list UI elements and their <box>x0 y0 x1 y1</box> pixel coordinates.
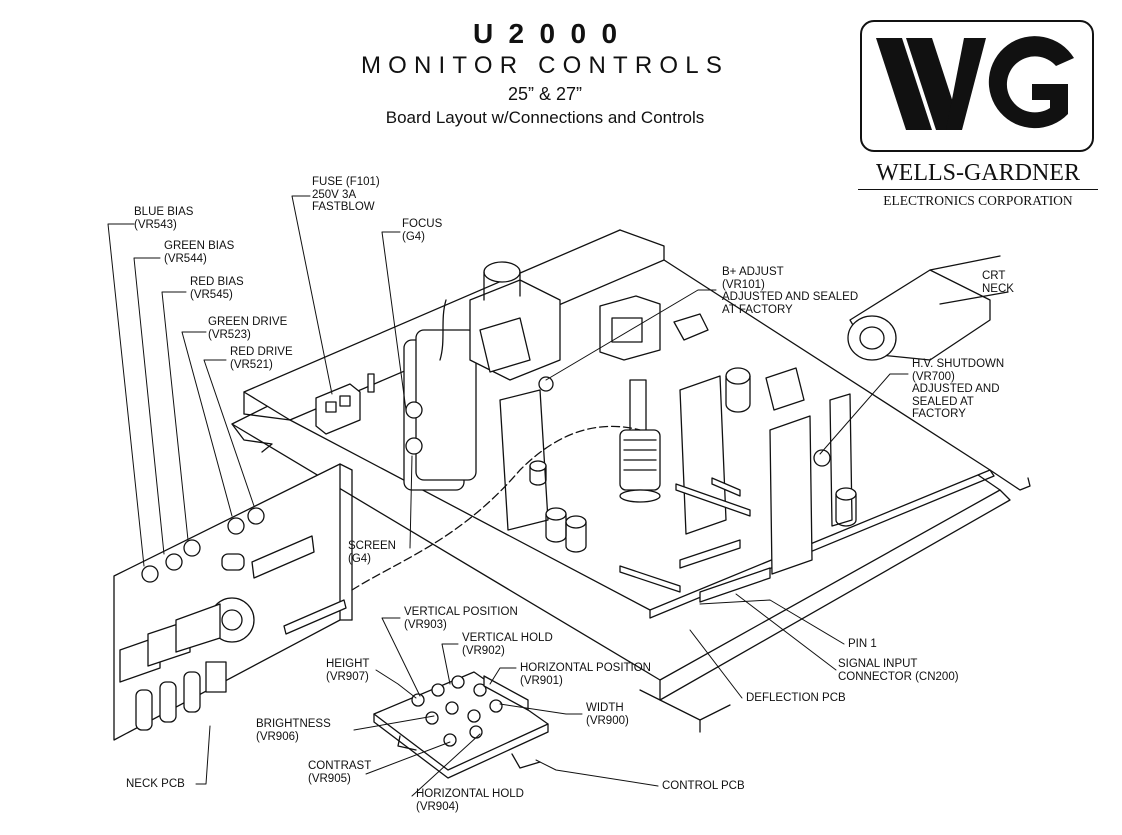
company-subtitle: ELECTRONICS CORPORATION <box>883 193 1073 208</box>
label-height: HEIGHT(VR907) <box>326 658 370 683</box>
label-screen: SCREEN(G4) <box>348 540 396 565</box>
wells-gardner-logo <box>860 20 1094 152</box>
callout-leader-lines <box>107 195 909 797</box>
label-green-drive: GREEN DRIVE(VR523) <box>208 316 288 341</box>
label-width: WIDTH(VR900) <box>586 702 629 727</box>
model-number: U2000 <box>472 18 633 49</box>
flyback-transformer <box>403 261 561 491</box>
label-pin-1: PIN 1 <box>848 638 877 650</box>
label-red-drive: RED DRIVE(VR521) <box>230 346 293 371</box>
label-blue-bias: BLUE BIAS(VR543) <box>134 206 194 231</box>
label-horizontal-position: HORIZONTAL POSITION(VR901) <box>520 662 651 687</box>
harness-cable <box>351 425 641 591</box>
label-neck-pcb: NECK PCB <box>126 778 185 790</box>
wg-logo-icon <box>876 36 1074 130</box>
fuse-block <box>315 373 375 435</box>
capacitors <box>529 367 857 553</box>
label-contrast: CONTRAST(VR905) <box>308 760 372 785</box>
neck-pcb-board <box>113 463 353 741</box>
label-red-bias: RED BIAS(VR545) <box>190 276 244 301</box>
document-subtitle: Board Layout w/Connections and Controls <box>385 108 705 127</box>
screen-size: 25” & 27” <box>507 84 583 104</box>
label-horizontal-hold: HORIZONTAL HOLD(VR904) <box>416 788 524 813</box>
label-deflection-pcb: DEFLECTION PCB <box>746 692 846 704</box>
b-plus-transformer <box>538 295 709 392</box>
document-title: MONITOR CONTROLS <box>360 52 730 79</box>
pin-headers <box>619 477 771 603</box>
label-brightness: BRIGHTNESS(VR906) <box>256 718 331 743</box>
rear-wall <box>243 229 665 421</box>
company-name: WELLS-GARDNER <box>876 160 1080 186</box>
company-divider <box>858 189 1098 190</box>
control-pcb-board <box>373 671 549 779</box>
label-green-bias: GREEN BIAS(VR544) <box>164 240 235 265</box>
label-control-pcb: CONTROL PCB <box>662 780 745 792</box>
label-vertical-position: VERTICAL POSITION(VR903) <box>404 606 518 631</box>
label-vertical-hold: VERTICAL HOLD(VR902) <box>462 632 553 657</box>
crt-neck-socket <box>765 255 1009 467</box>
label-focus: FOCUS(G4) <box>402 218 443 243</box>
